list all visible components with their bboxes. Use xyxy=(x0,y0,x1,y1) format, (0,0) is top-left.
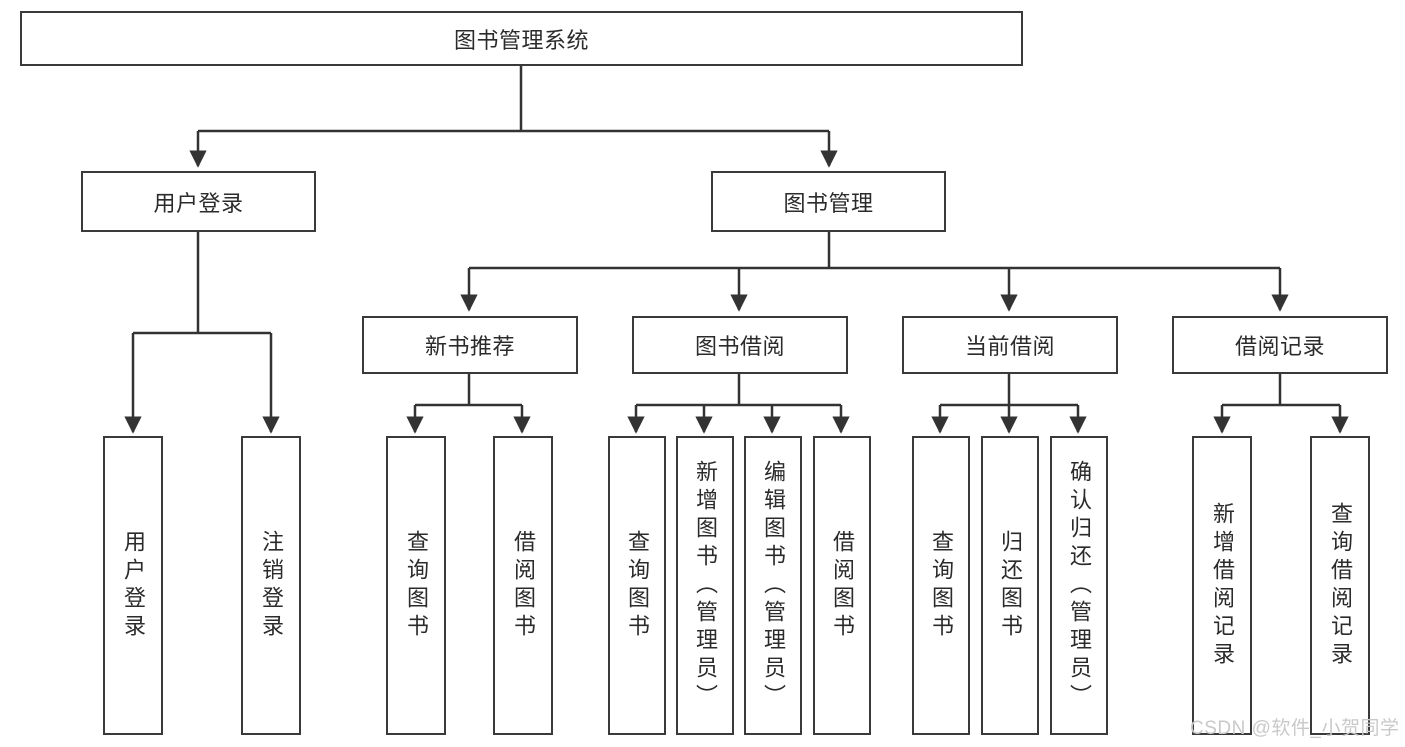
node-leaf-logout[interactable]: 注销登录 xyxy=(241,436,301,735)
node-bookmgmt[interactable]: 图书管理 xyxy=(711,171,946,232)
csdn-watermark: CSDN @软件_小贺同学 xyxy=(1190,718,1400,739)
node-records-label: 借阅记录 xyxy=(1234,334,1325,359)
node-current[interactable]: 当前借阅 xyxy=(902,316,1118,374)
node-leaf-confirm-return-admin[interactable]: 确认归还（管理员） xyxy=(1050,436,1108,735)
node-leaf-6-label: 新增图书（管理员） xyxy=(693,459,718,712)
node-records[interactable]: 借阅记录 xyxy=(1172,316,1388,374)
node-leaf-borrow-book-newbook[interactable]: 借阅图书 xyxy=(493,436,553,735)
node-login-label: 用户登录 xyxy=(153,190,244,216)
node-leaf-query-book-borrow[interactable]: 查询图书 xyxy=(608,436,666,735)
node-leaf-3-label: 查询图书 xyxy=(404,529,429,642)
node-leaf-13-label: 查询借阅记录 xyxy=(1328,501,1353,670)
node-leaf-return-book[interactable]: 归还图书 xyxy=(981,436,1039,735)
node-newbook-label: 新书推荐 xyxy=(424,334,515,359)
node-leaf-add-borrow-record[interactable]: 新增借阅记录 xyxy=(1192,436,1252,735)
node-leaf-1-label: 用户登录 xyxy=(121,529,146,642)
node-borrow-label: 图书借阅 xyxy=(694,334,785,359)
node-leaf-8-label: 借阅图书 xyxy=(830,529,855,642)
node-leaf-9-label: 查询图书 xyxy=(929,529,954,642)
node-leaf-12-label: 新增借阅记录 xyxy=(1210,501,1235,670)
node-root-label: 图书管理系统 xyxy=(453,27,589,53)
node-leaf-add-book-admin[interactable]: 新增图书（管理员） xyxy=(676,436,734,735)
node-borrow[interactable]: 图书借阅 xyxy=(632,316,848,374)
node-newbook[interactable]: 新书推荐 xyxy=(362,316,578,374)
node-leaf-10-label: 归还图书 xyxy=(998,529,1023,642)
node-leaf-4-label: 借阅图书 xyxy=(511,529,536,642)
node-root[interactable]: 图书管理系统 xyxy=(20,11,1023,66)
node-leaf-5-label: 查询图书 xyxy=(625,529,650,642)
node-leaf-11-label: 确认归还（管理员） xyxy=(1067,459,1092,712)
node-current-label: 当前借阅 xyxy=(964,334,1055,359)
node-bookmgmt-label: 图书管理 xyxy=(783,190,874,216)
node-leaf-query-borrow-record[interactable]: 查询借阅记录 xyxy=(1310,436,1370,735)
node-leaf-edit-book-admin[interactable]: 编辑图书（管理员） xyxy=(744,436,802,735)
node-leaf-borrow-book[interactable]: 借阅图书 xyxy=(813,436,871,735)
node-leaf-7-label: 编辑图书（管理员） xyxy=(761,459,786,712)
node-leaf-user-login[interactable]: 用户登录 xyxy=(103,436,163,735)
node-leaf-query-book-newbook[interactable]: 查询图书 xyxy=(386,436,446,735)
node-login[interactable]: 用户登录 xyxy=(81,171,316,232)
node-leaf-query-book-current[interactable]: 查询图书 xyxy=(912,436,970,735)
node-leaf-2-label: 注销登录 xyxy=(259,529,284,642)
